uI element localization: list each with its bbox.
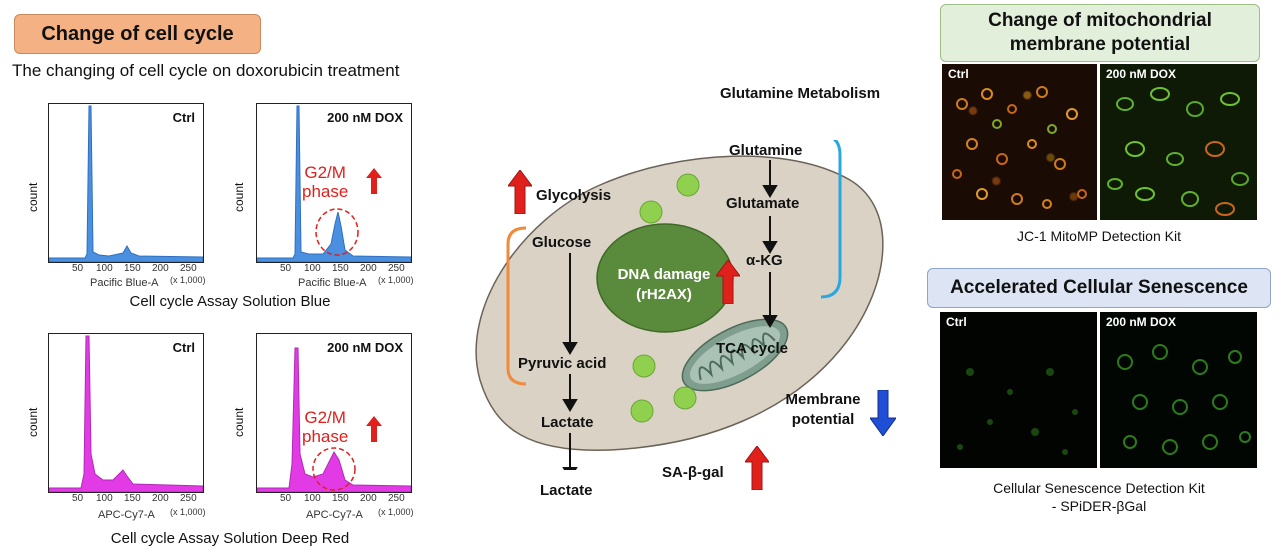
glycolysis-label: Glycolysis [536, 187, 612, 204]
x-axis-scale: (x 1,000) [170, 507, 206, 517]
ctrl-tag: Ctrl [172, 110, 195, 125]
akg-label: α-KG [746, 252, 783, 269]
dox-tag: 200 nM DOX [1106, 315, 1177, 329]
glycolysis-arrows [562, 253, 578, 470]
histogram-blue-ctrl: Ctrl [48, 103, 204, 263]
caption-blue: Cell cycle Assay Solution Blue [129, 293, 331, 310]
x-axis-label: Pacific Blue-A [298, 277, 367, 289]
vesicle [630, 399, 654, 423]
mito-heading: Change of mitochondrial membrane potenti… [940, 4, 1260, 62]
glutamine-arrows [762, 160, 778, 328]
mito-ctrl-image: Ctrl [942, 64, 1097, 220]
dox-tag: 200 nM DOX [327, 340, 403, 355]
cell-cycle-heading: Change of cell cycle [14, 14, 261, 54]
up-arrow-icon [366, 168, 382, 194]
glucose-label: Glucose [532, 234, 592, 251]
y-axis-label: count [232, 182, 246, 212]
senescence-dox-image: 200 nM DOX [1100, 312, 1257, 468]
ctrl-tag: Ctrl [946, 315, 967, 329]
senescence-ctrl-cells [957, 368, 1078, 455]
tca-cycle-label: TCA cycle [716, 340, 788, 357]
lactate-inner-label: Lactate [541, 414, 594, 431]
lactate-outer-label: Lactate [540, 482, 593, 499]
senescence-kit-label: Cellular Senescence Detection Kit- SPiDE… [993, 480, 1205, 514]
glycolysis-bracket [506, 226, 527, 386]
glutamate-label: Glutamate [726, 195, 800, 212]
histogram-blue-ctrl-plot [49, 105, 203, 262]
histogram-blue-dox: 200 nM DOX [256, 103, 412, 263]
histogram-red-ctrl-plot [49, 335, 203, 492]
mito-ctrl-cells [952, 86, 1087, 209]
up-arrow-icon [366, 416, 382, 442]
vesicle [632, 354, 656, 378]
dna-damage-label: DNA damage(rH2AX) [617, 266, 711, 303]
mito-dox-cells [1107, 87, 1249, 216]
glutamine-metabolism-label: Glutamine Metabolism [720, 85, 881, 102]
cell-cycle-subtitle: The changing of cell cycle on doxorubici… [12, 61, 400, 80]
histogram-red-dox: 200 nM DOX [256, 333, 412, 493]
x-axis-label: APC-Cy7-A [306, 509, 363, 521]
mito-kit-label: JC-1 MitoMP Detection Kit [1017, 228, 1181, 244]
y-axis-label: count [26, 407, 40, 437]
y-axis-label: count [232, 407, 246, 437]
senescence-dox-cells [1117, 344, 1251, 455]
dox-tag: 200 nM DOX [327, 110, 403, 125]
histogram-red-ctrl: Ctrl [48, 333, 204, 493]
ctrl-tag: Ctrl [172, 340, 195, 355]
vesicle [639, 200, 663, 224]
caption-red: Cell cycle Assay Solution Deep Red [110, 530, 350, 547]
senescence-ctrl-image: Ctrl [940, 312, 1097, 468]
y-axis-label: count [26, 182, 40, 212]
cell-diagram [475, 140, 884, 470]
sa-beta-gal-label: SA-β-gal [662, 464, 724, 481]
pyruvic-acid-label: Pyruvic acid [518, 355, 607, 372]
histogram-red-dox-plot [257, 347, 411, 492]
glutamine-bracket [820, 140, 842, 299]
vesicle [673, 386, 697, 410]
up-arrow-icon [716, 260, 740, 304]
senescence-heading: Accelerated Cellular Senescence [927, 268, 1271, 308]
histogram-blue-dox-plot [257, 105, 411, 262]
x-axis-label: APC-Cy7-A [98, 509, 155, 521]
ctrl-tag: Ctrl [948, 67, 969, 81]
mito-dox-image: 200 nM DOX [1100, 64, 1257, 220]
mitochondrion-icon [681, 318, 789, 392]
vesicle [676, 173, 700, 197]
up-arrow-icon [508, 170, 532, 214]
x-axis-scale: (x 1,000) [378, 275, 414, 285]
down-arrow-icon [870, 390, 896, 436]
x-axis-scale: (x 1,000) [378, 507, 414, 517]
dox-tag: 200 nM DOX [1106, 67, 1177, 81]
up-arrow-icon [745, 446, 769, 490]
glutamine-label: Glutamine [729, 142, 803, 159]
x-axis-label: Pacific Blue-A [90, 277, 159, 289]
x-axis-scale: (x 1,000) [170, 275, 206, 285]
